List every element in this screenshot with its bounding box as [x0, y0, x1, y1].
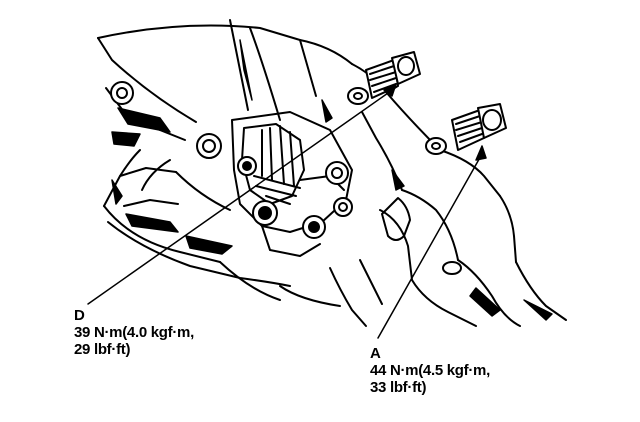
plug-bolt-a — [425, 103, 507, 155]
callout-a: A 44 N·m(4.5 kgf·m, 33 lbf·ft) — [370, 345, 490, 396]
bracket-bolts — [110, 81, 353, 239]
callout-a-letter: A — [370, 345, 381, 362]
callout-d-torque-line1: 39 N·m(4.0 kgf·m, — [74, 324, 194, 341]
bolt-head-left-mid — [196, 133, 222, 159]
bolt-head-lower-right — [333, 197, 353, 217]
bolt-head-lower-left — [252, 200, 278, 226]
callout-d-torque-line2: 29 lbf·ft) — [74, 341, 131, 358]
bolt-head-bottom — [302, 215, 326, 239]
housing-shading — [111, 39, 553, 321]
bolt-head-center — [237, 156, 257, 176]
arrow-head-d — [383, 83, 397, 97]
arrow-head-a — [475, 145, 487, 161]
callout-a-torque-line2: 33 lbf·ft) — [370, 379, 427, 396]
callout-a-torque-line1: 44 N·m(4.5 kgf·m, — [370, 362, 490, 379]
leader-line-a — [377, 153, 483, 339]
center-bracket — [231, 111, 353, 257]
callout-d-letter: D — [74, 307, 85, 324]
plug-bolt-d — [347, 51, 421, 105]
callout-d: D 39 N·m(4.0 kgf·m, 29 lbf·ft) — [74, 307, 194, 358]
bolt-head-left-upper — [110, 81, 134, 105]
leader-lines — [87, 83, 487, 339]
leader-line-d — [87, 85, 399, 305]
bolt-head-right — [325, 161, 349, 185]
